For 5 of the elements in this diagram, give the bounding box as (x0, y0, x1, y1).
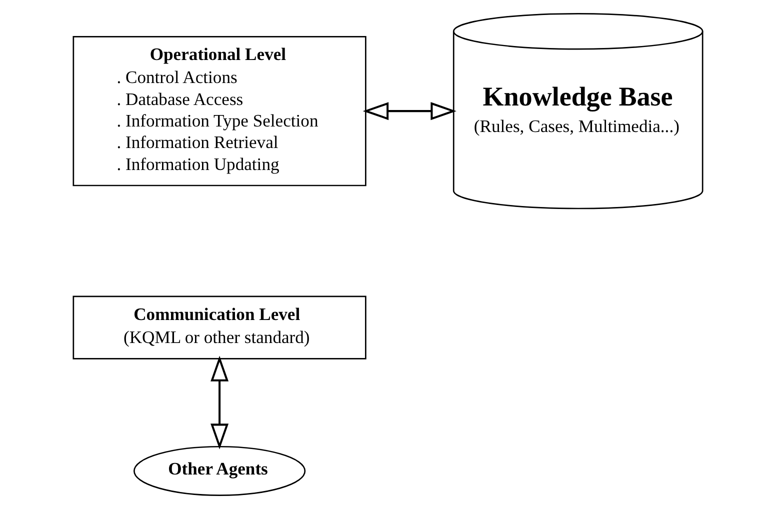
arrow (210, 356, 228, 450)
node-box: Operational Level . Control Actions . Database Access . Information Type Selection . Information Retrieval . Information Updating (72, 36, 366, 186)
node-ellipse: Other Agents (132, 446, 306, 496)
node-box: Communication Level (KQML or other standard) (72, 296, 366, 360)
arrow (362, 102, 456, 120)
